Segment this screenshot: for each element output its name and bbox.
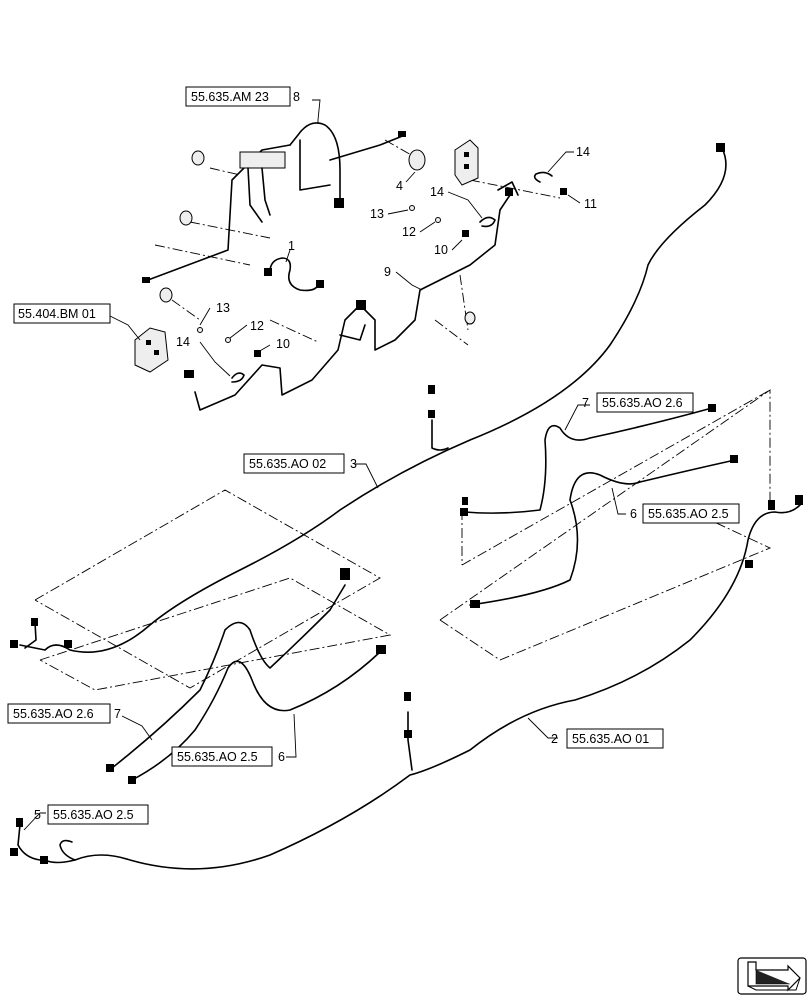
ref-box-ao02 <box>243 453 345 474</box>
callout-12-left: 12 <box>250 319 264 333</box>
callout-10-top: 10 <box>434 243 448 257</box>
switch-module-left <box>134 327 169 373</box>
ref-ao25-mid: 55.635.AO 2.5 <box>177 750 258 764</box>
callout-numbers: 1 4 14 11 14 13 12 10 9 13 12 10 14 <box>176 145 597 351</box>
callout-14-top: 14 <box>576 145 590 159</box>
harness-7-right <box>460 404 716 516</box>
callout-13-left: 13 <box>216 301 230 315</box>
callout-4: 4 <box>396 179 403 193</box>
ref-box-am23 <box>185 86 291 107</box>
callout-10-left: 10 <box>276 337 290 351</box>
clamp-left-lower <box>159 287 173 303</box>
cab-harness-assembly <box>134 122 567 411</box>
jumper-1 <box>269 257 319 292</box>
nut-11 <box>560 188 567 195</box>
harness-3-main <box>19 147 727 653</box>
ref-bm01: 55.404.BM 01 <box>18 307 96 321</box>
harness-5 <box>10 818 48 864</box>
leader-lines <box>23 99 626 831</box>
harness-8-loop <box>289 122 341 201</box>
ref-am23: 55.635.AM 23 <box>191 90 269 104</box>
screw-13-top <box>409 205 415 211</box>
callout-13-top: 13 <box>370 207 384 221</box>
callout-3: 3 <box>350 457 357 471</box>
ref-box-ao25-bottom <box>47 804 149 825</box>
next-page-arrow-icon[interactable] <box>737 957 807 995</box>
ref-box-bm01 <box>13 303 111 324</box>
ref-ao25-bottom: 55.635.AO 2.5 <box>53 808 134 822</box>
harness-2-main <box>44 504 801 870</box>
callout-11: 11 <box>584 197 597 211</box>
ref-ao02: 55.635.AO 02 <box>249 457 326 471</box>
clip-14-top <box>533 171 553 183</box>
harness-6-mid <box>128 645 386 784</box>
callout-2: 2 <box>551 732 558 746</box>
ref-box-ao01 <box>566 728 664 749</box>
clip-14-mid <box>479 216 496 228</box>
callout-14-left: 14 <box>176 335 190 349</box>
clamp-left-mid <box>179 210 193 226</box>
callout-7-left: 7 <box>114 707 121 721</box>
callout-6-right: 6 <box>630 507 637 521</box>
callout-6-mid: 6 <box>278 750 285 764</box>
ref-box-ao26-right <box>596 392 694 413</box>
nut-10-left <box>254 350 261 357</box>
clip-14-left <box>231 372 245 383</box>
callout-14-mid: 14 <box>430 185 444 199</box>
switch-module-right <box>454 139 479 186</box>
washer-12-left <box>225 337 231 343</box>
assembly-line-a <box>154 244 251 266</box>
plane-upper-left <box>34 489 381 689</box>
ref-ao01: 55.635.AO 01 <box>572 732 649 746</box>
harness-6-right <box>469 455 738 608</box>
nut-10-top <box>462 230 469 237</box>
harness-7-left <box>106 568 350 772</box>
callout-9: 9 <box>384 265 391 279</box>
reference-labels: 55.635.AM 23 8 55.404.BM 01 55.635.AO 02… <box>7 86 740 825</box>
callout-5: 5 <box>34 808 41 822</box>
screw-13-left <box>197 327 203 333</box>
callout-1: 1 <box>288 239 295 253</box>
harness-8-right-branch <box>329 134 406 161</box>
plane-lower-left <box>39 577 392 691</box>
ref-box-ao25-mid <box>171 746 273 767</box>
callout-8: 8 <box>293 90 300 104</box>
plane-right-top-edge <box>439 389 771 621</box>
washer-12-top <box>435 217 441 223</box>
bracket-4 <box>408 149 426 171</box>
ref-box-ao25-right <box>642 503 740 524</box>
harness-8-left-branch <box>147 144 291 281</box>
clamp-left-upper <box>191 150 205 166</box>
ref-box-ao26-left <box>7 703 111 724</box>
ref-ao26-left: 55.635.AO 2.6 <box>13 707 94 721</box>
harness-3 <box>10 143 727 653</box>
plane-right-diagonal <box>461 389 771 566</box>
ref-ao26-right: 55.635.AO 2.6 <box>602 396 683 410</box>
connector-block <box>239 151 286 169</box>
callout-12-top: 12 <box>402 225 416 239</box>
harness-2 <box>44 495 803 870</box>
ref-ao25-right: 55.635.AO 2.5 <box>648 507 729 521</box>
assembly-planes <box>34 139 772 691</box>
callout-7-right: 7 <box>582 396 589 410</box>
plane-right-bottom <box>439 519 772 661</box>
